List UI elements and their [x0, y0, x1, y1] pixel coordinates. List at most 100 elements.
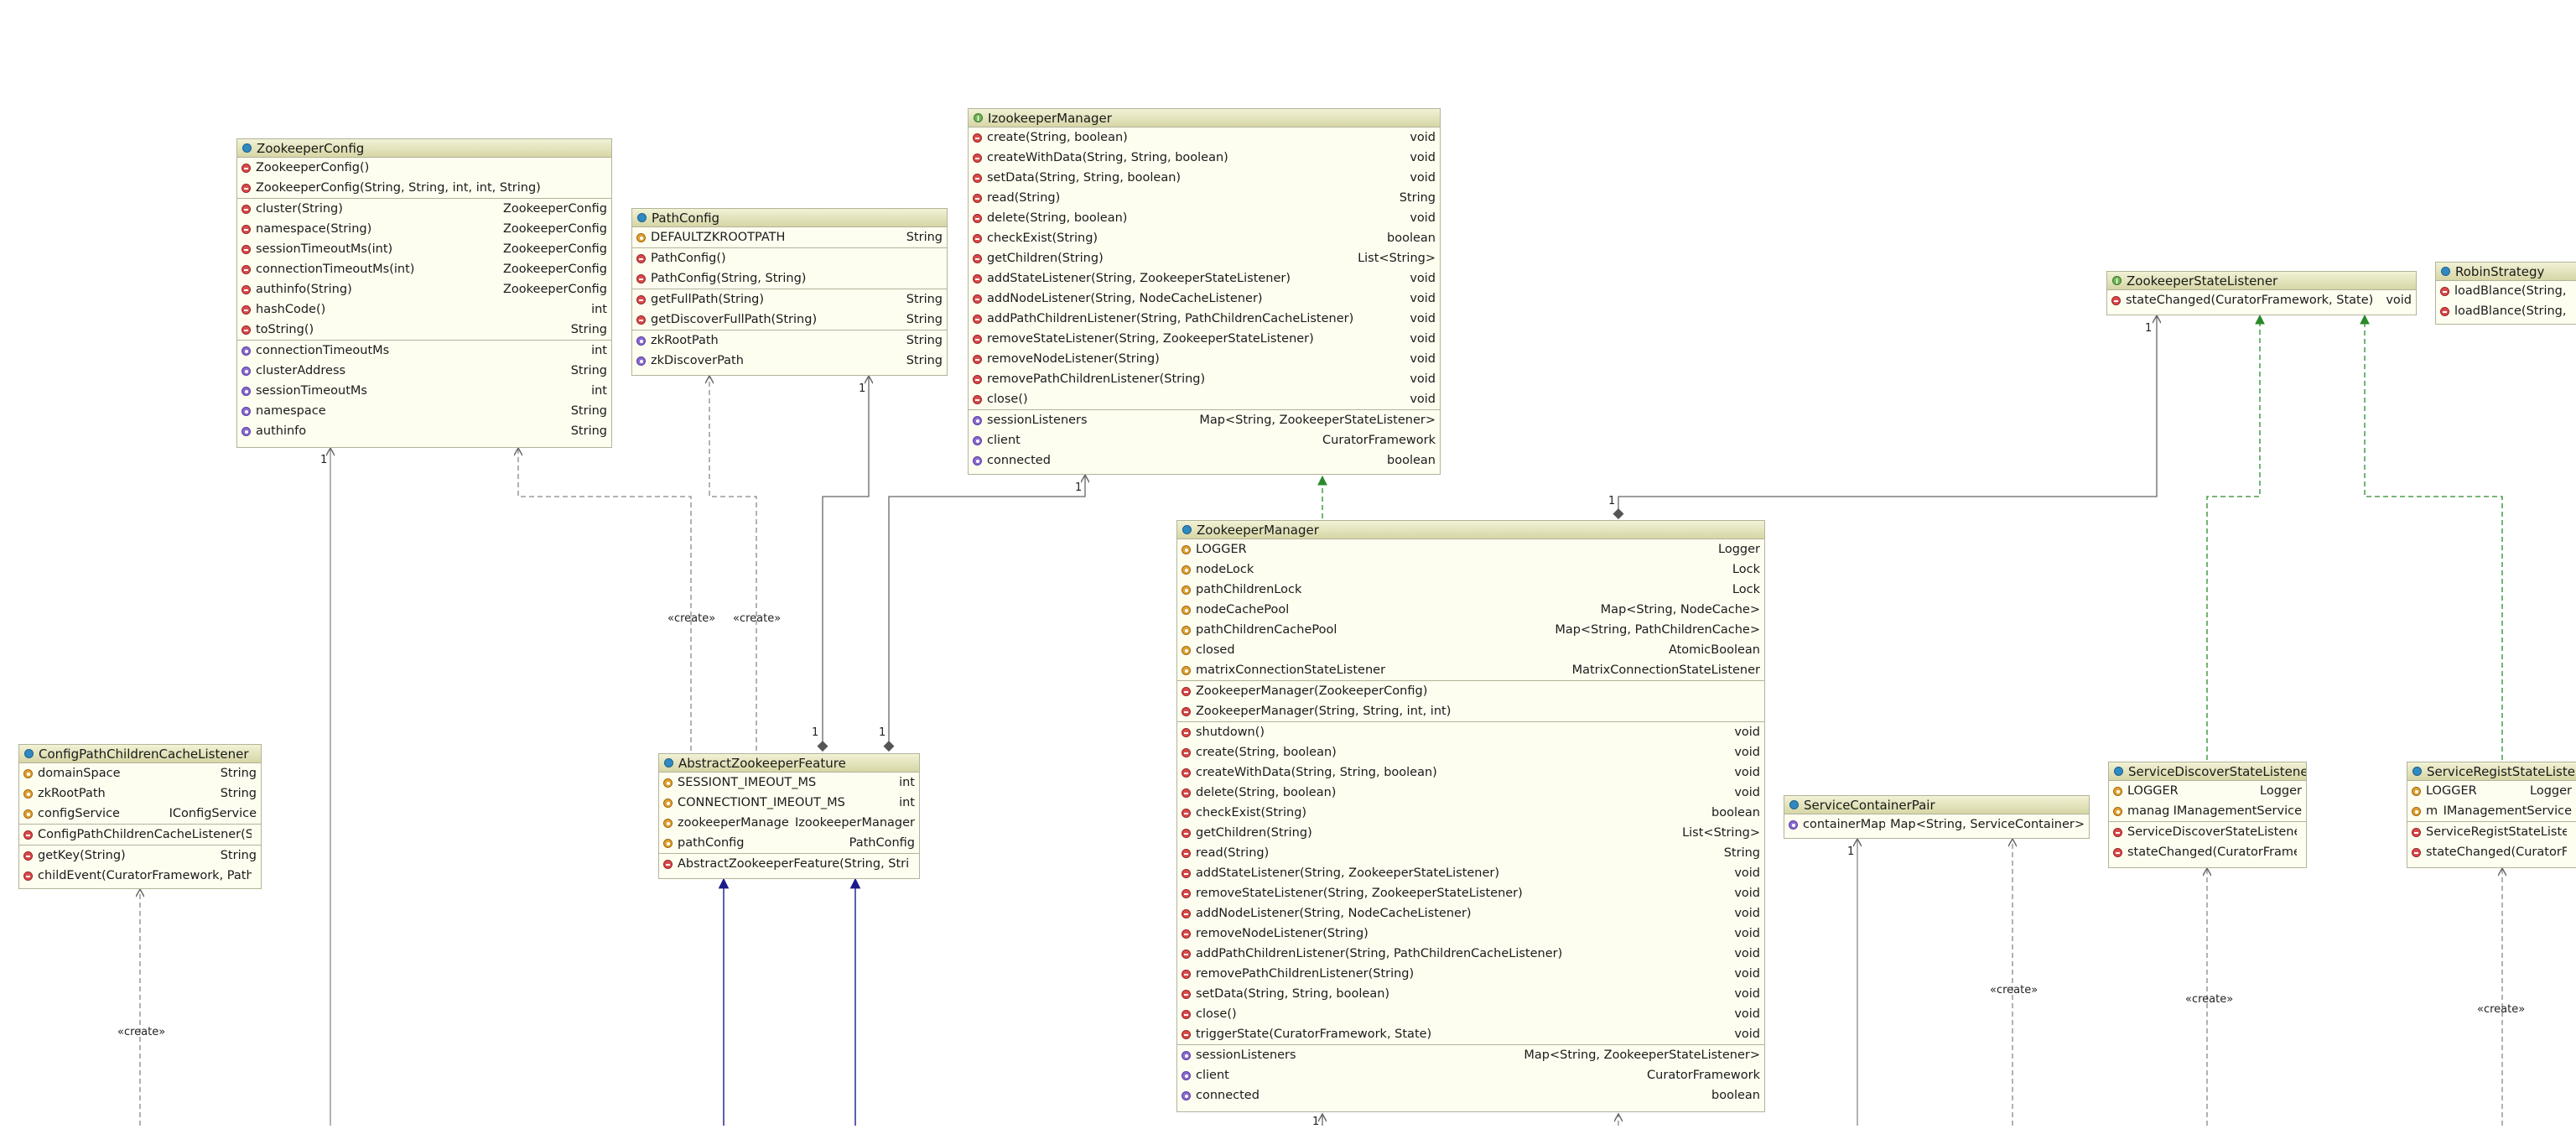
class-method-row[interactable]: addNodeListener(String, NodeCacheListene… [969, 289, 1440, 309]
class-method-row[interactable]: removePathChildrenListener(String)void [1177, 964, 1764, 984]
class-method-row[interactable]: removeStateListener(String, ZookeeperSta… [969, 329, 1440, 349]
class-header[interactable]: ZookeeperConfig [237, 139, 611, 158]
class-header[interactable]: RobinStrategy [2436, 263, 2576, 281]
class-method-row[interactable]: create(String, boolean)void [1177, 742, 1764, 762]
class-method-row[interactable]: checkExist(String)boolean [969, 228, 1440, 248]
class-method-row[interactable]: sessionTimeoutMs(int)ZookeeperConfig [237, 239, 611, 259]
class-method-row[interactable]: getKey(String)String [19, 845, 261, 866]
class-method-row[interactable]: ConfigPathChildrenCacheListener(Stri [19, 825, 261, 845]
class-method-row[interactable]: close()void [969, 389, 1440, 409]
class-method-row[interactable]: getDiscoverFullPath(String)String [632, 310, 947, 330]
class-method-row[interactable]: addPathChildrenListener(String, PathChil… [969, 309, 1440, 329]
class-header[interactable]: AbstractZookeeperFeature [659, 754, 919, 773]
class-method-row[interactable]: addStateListener(String, ZookeeperStateL… [1177, 863, 1764, 883]
class-header[interactable]: ServiceRegistStateListener [2407, 762, 2576, 781]
class-method-row[interactable]: removePathChildrenListener(String)void [969, 369, 1440, 389]
class-method-row[interactable]: getChildren(String)List<String> [1177, 823, 1764, 843]
class-method-row[interactable]: loadBlance(String, St [2436, 281, 2576, 301]
class-zookeeper-config[interactable]: ZookeeperConfig ZookeeperConfig()Zookeep… [236, 138, 612, 448]
class-method-row[interactable]: ServiceDiscoverStateListener(I [2109, 822, 2306, 842]
class-method-row[interactable]: stateChanged(CuratorFramework, State)voi… [2107, 290, 2416, 310]
class-header[interactable]: ZookeeperManager [1177, 521, 1764, 539]
class-method-row[interactable]: childEvent(CuratorFramework, PathCh [19, 866, 261, 886]
class-method-row[interactable]: hashCode()int [237, 299, 611, 320]
class-method-row[interactable]: ZookeeperConfig() [237, 158, 611, 178]
class-method-row[interactable]: AbstractZookeeperFeature(String, String, [659, 854, 919, 874]
class-header[interactable]: ServiceDiscoverStateListener [2109, 762, 2306, 781]
class-method-row[interactable]: removeNodeListener(String)void [969, 349, 1440, 369]
class-method-row[interactable]: shutdown()void [1177, 722, 1764, 742]
class-method-row[interactable]: connectionTimeoutMs(int)ZookeeperConfig [237, 259, 611, 279]
class-method-row[interactable]: close()void [1177, 1004, 1764, 1024]
class-method-row[interactable]: PathConfig() [632, 248, 947, 268]
class-method-row[interactable]: addNodeListener(String, NodeCacheListene… [1177, 903, 1764, 923]
class-header[interactable]: ServiceContainerPair [1784, 796, 2089, 814]
class-method-row[interactable]: checkExist(String)boolean [1177, 803, 1764, 823]
class-method-row[interactable]: removeStateListener(String, ZookeeperSta… [1177, 883, 1764, 903]
class-config-path-children-cache-listener[interactable]: ConfigPathChildrenCacheListener domainSp… [18, 744, 262, 889]
class-method-row[interactable]: setData(String, String, boolean)void [969, 168, 1440, 188]
class-method-row[interactable]: getChildren(String)List<String> [969, 248, 1440, 268]
class-field-row[interactable]: managementServiceIManagementService [2407, 801, 2576, 821]
class-header[interactable]: PathConfig [632, 209, 947, 227]
class-method-row[interactable]: getFullPath(String)String [632, 289, 947, 310]
class-method-row[interactable]: read(String)String [1177, 843, 1764, 863]
class-method-row[interactable]: namespace(String)ZookeeperConfig [237, 219, 611, 239]
class-method-row[interactable]: stateChanged(CuratorFram [2407, 842, 2576, 862]
class-method-row[interactable]: triggerState(CuratorFramework, State)voi… [1177, 1024, 1764, 1044]
class-method-row[interactable]: delete(String, boolean)void [969, 208, 1440, 228]
class-method-row[interactable]: create(String, boolean)void [969, 127, 1440, 148]
class-method-row[interactable]: ZookeeperManager(ZookeeperConfig) [1177, 681, 1764, 701]
class-robin-strategy[interactable]: RobinStrategy loadBlance(String, StloadB… [2435, 262, 2576, 325]
class-method-row[interactable]: ZookeeperConfig(String, String, int, int… [237, 178, 611, 198]
class-method-row[interactable]: loadBlance(String, St [2436, 301, 2576, 321]
class-method-row[interactable]: stateChanged(CuratorFramew [2109, 842, 2306, 862]
class-method-row[interactable]: authinfo(String)ZookeeperConfig [237, 279, 611, 299]
class-field-row[interactable]: managementServiceIManagementService [2109, 801, 2306, 821]
class-method-row[interactable]: delete(String, boolean)void [1177, 783, 1764, 803]
class-method-row[interactable]: createWithData(String, String, boolean)v… [969, 148, 1440, 168]
class-method-row[interactable]: ZookeeperManager(String, String, int, in… [1177, 701, 1764, 721]
class-service-regist-state-listener[interactable]: ServiceRegistStateListener LOGGERLoggerm… [2407, 762, 2576, 868]
class-method-row[interactable]: removeNodeListener(String)void [1177, 923, 1764, 944]
class-method-row[interactable]: read(String)String [969, 188, 1440, 208]
class-method-row[interactable]: addStateListener(String, ZookeeperStateL… [969, 268, 1440, 289]
class-method-row[interactable]: PathConfig(String, String) [632, 268, 947, 289]
class-header[interactable]: ConfigPathChildrenCacheListener [19, 745, 261, 763]
class-method-row[interactable]: cluster(String)ZookeeperConfig [237, 199, 611, 219]
